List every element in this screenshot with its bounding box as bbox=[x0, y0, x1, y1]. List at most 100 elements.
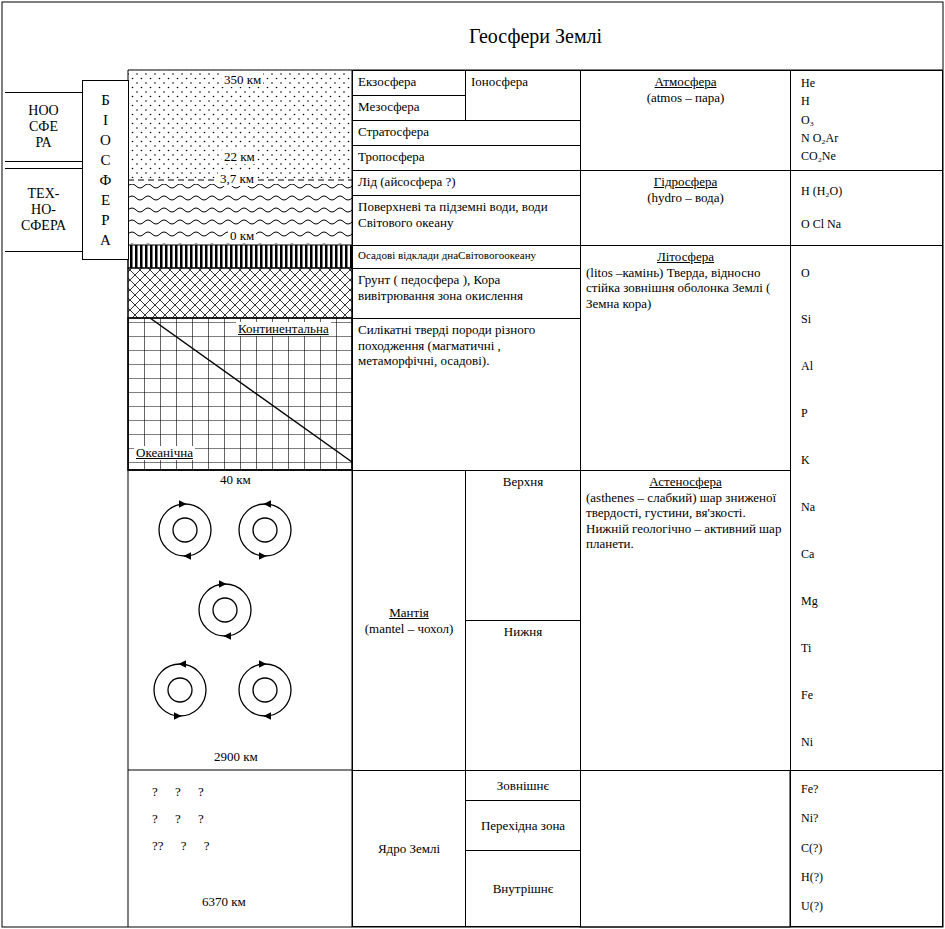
unknown-mark: ? ? ? bbox=[150, 812, 206, 826]
layer-cell: Верхня bbox=[465, 470, 581, 621]
cell-note: (hydro – вода) bbox=[586, 190, 785, 206]
cell-note: C(?) bbox=[801, 842, 822, 856]
cell-note: Mg bbox=[801, 595, 818, 609]
convection-arc bbox=[159, 504, 185, 556]
layer-cell: Поверхневі та підземні води, води Світов… bbox=[352, 195, 581, 246]
cell-note: Ni? bbox=[801, 812, 818, 826]
convection-arc bbox=[239, 664, 265, 716]
cell-text: Мантія bbox=[389, 605, 429, 621]
convection-arc bbox=[239, 504, 265, 556]
sphere-cell: Астеносфера(asthenes – слабкий) шар зниж… bbox=[580, 470, 791, 771]
cell-text: Перехідна зона bbox=[481, 818, 565, 834]
cell-note: Si bbox=[801, 313, 811, 327]
convection-core bbox=[253, 518, 277, 542]
cell-text: Грунт ( педосфера ), Кора вивітрювання з… bbox=[358, 272, 575, 303]
sphere-cell: Літосфера(litos –камінь) Тверда, відносн… bbox=[580, 245, 791, 471]
diagram-title: Геосфери Землі bbox=[128, 24, 943, 48]
noosphere-box: НОО СФЕ РА bbox=[5, 92, 83, 162]
layer-cell: Мезосфера bbox=[352, 95, 466, 121]
convection-arc bbox=[265, 504, 291, 556]
layer-cell: Зовнішнє bbox=[465, 770, 581, 801]
convection-cells bbox=[154, 504, 291, 716]
cell-text: Внутрішнє bbox=[493, 881, 554, 897]
cell-note: P bbox=[801, 407, 808, 421]
core-boundary bbox=[128, 769, 352, 770]
cell-text: O bbox=[801, 267, 810, 281]
convection-arc bbox=[154, 664, 180, 716]
cell-text: Астеносфера bbox=[586, 474, 785, 490]
cell-text: He bbox=[801, 77, 815, 91]
layer-cell: Стратосфера bbox=[352, 120, 581, 146]
element-cell: HeHO₃N O₂ArCO₂Ne bbox=[790, 70, 943, 171]
element-cell: OSiAlPKNaCaMgTiFeNi bbox=[790, 245, 943, 771]
convection-arc bbox=[180, 664, 206, 716]
cell-note: Na bbox=[801, 501, 815, 515]
cell-note: H bbox=[801, 95, 810, 109]
convection-core bbox=[213, 598, 237, 622]
cell-text: Іоносфера bbox=[471, 74, 575, 90]
cell-note: Al bbox=[801, 360, 813, 374]
cell-note: Ni bbox=[801, 736, 813, 750]
cell-text: Верхня bbox=[471, 474, 575, 490]
sediment-band bbox=[128, 245, 352, 268]
convection-core bbox=[253, 678, 277, 702]
depth-label: 40 км bbox=[218, 473, 253, 487]
cell-text: Осадові відклади днаСвітовогоокеану bbox=[358, 249, 575, 262]
cell-note: Ca bbox=[801, 548, 814, 562]
layer-cell: Екзосфера bbox=[352, 70, 466, 96]
cell-text: Нижня bbox=[471, 624, 575, 640]
crust-label: Океанічна bbox=[134, 446, 195, 460]
convection-arc bbox=[265, 664, 291, 716]
cell-note: K bbox=[801, 454, 810, 468]
mantle-cell: Мантія(mantel – чохол) bbox=[352, 470, 466, 771]
depth-label: 2900 км bbox=[212, 750, 260, 764]
cell-note: Ti bbox=[801, 642, 811, 656]
element-cell: H (H₂O) O Cl Na bbox=[790, 170, 943, 246]
cell-note: (mantel – чохол) bbox=[365, 621, 454, 637]
moho-line bbox=[128, 469, 352, 471]
cell-text: Силікатні тверді породи різного походжен… bbox=[358, 322, 575, 369]
crust-block bbox=[128, 318, 352, 470]
cell-note: O₃ bbox=[801, 114, 814, 128]
layer-cell: Перехідна зона bbox=[465, 800, 581, 851]
empty-cell bbox=[580, 770, 790, 927]
cell-note: U(?) bbox=[801, 900, 823, 914]
crust-label: Континентальна bbox=[236, 322, 331, 336]
element-cell: Fe? Ni? C(?) H(?) U(?) bbox=[790, 770, 943, 927]
soil-band bbox=[128, 268, 352, 318]
convection-core bbox=[173, 518, 197, 542]
layer-cell: Грунт ( педосфера ), Кора вивітрювання з… bbox=[352, 268, 581, 319]
cell-text: Тропосфера bbox=[358, 149, 575, 165]
convection-core bbox=[168, 678, 192, 702]
cell-note: N O₂Ar bbox=[801, 132, 838, 146]
cell-text: Літосфера bbox=[586, 249, 785, 265]
cell-text: Fe? bbox=[801, 783, 818, 797]
unknown-mark: ? ? ? bbox=[150, 785, 206, 799]
cell-text: Мезосфера bbox=[358, 99, 460, 115]
cell-text: Лід (айсосфера ?) bbox=[358, 174, 575, 190]
cell-text: Поверхневі та підземні води, води Світов… bbox=[358, 199, 575, 230]
cell-note: (asthenes – слабкий) шар зниженої твердо… bbox=[586, 490, 785, 552]
water-fill bbox=[128, 184, 352, 244]
core-cell: Ядро Землі bbox=[352, 770, 466, 927]
layer-cell: Внутрішнє bbox=[465, 850, 581, 927]
convection-arc bbox=[225, 584, 251, 636]
layer-cell: Нижня bbox=[465, 620, 581, 771]
layer-cell: Силікатні тверді породи різного походжен… bbox=[352, 318, 581, 471]
convection-arc bbox=[199, 584, 225, 636]
cell-note: H(?) bbox=[801, 871, 823, 885]
cell-text: Атмосфера bbox=[586, 74, 785, 90]
cell-text: Ядро Землі bbox=[378, 841, 440, 857]
sphere-cell: Атмосфера(atmos – пара) bbox=[580, 70, 791, 171]
cell-text: Б І О С Ф Е Р А bbox=[98, 90, 113, 250]
cell-text: H (H₂O) bbox=[801, 185, 842, 199]
cell-text: ТЕХ- НО- СФЕРА bbox=[15, 186, 73, 234]
depth-label: 22 км bbox=[222, 150, 257, 164]
cell-note: (atmos – пара) bbox=[586, 90, 785, 106]
layer-cell: Тропосфера bbox=[352, 145, 581, 171]
cell-text: НОО СФЕ РА bbox=[23, 103, 65, 151]
layer-cell: Осадові відклади днаСвітовогоокеану bbox=[352, 245, 581, 269]
cell-text: Зовнішнє bbox=[497, 778, 549, 794]
cell-note: O Cl Na bbox=[801, 218, 841, 232]
depth-label: 3,7 км bbox=[218, 172, 256, 186]
